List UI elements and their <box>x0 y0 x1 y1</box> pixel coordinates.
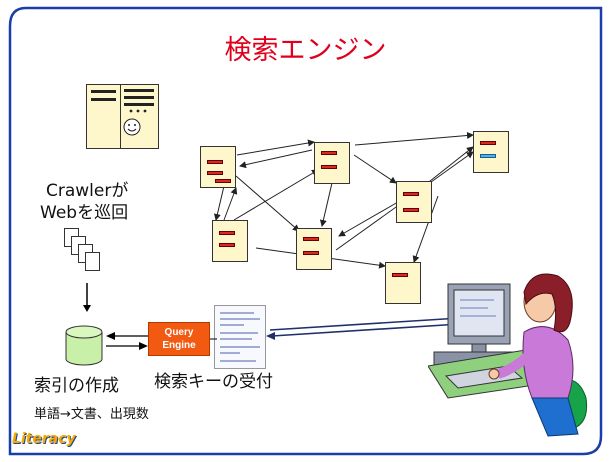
crawler-label-line2: Webを巡回 <box>40 203 129 223</box>
index-sublabel: 単語→文書、出現数 <box>34 407 149 422</box>
slide-frame <box>8 6 603 456</box>
user-at-computer-illustration <box>428 273 588 437</box>
literacy-logo: Literacy <box>12 431 76 447</box>
crawler-robot-icon <box>86 84 159 149</box>
search-key-label: 検索キーの受付 <box>154 372 273 392</box>
web-page-node <box>473 131 509 173</box>
crawler-label-line1: Crawlerが <box>46 181 129 201</box>
document-stack-icon <box>64 228 100 271</box>
db-query-arrows <box>106 332 148 350</box>
web-page-node <box>385 262 421 304</box>
web-page-node <box>212 220 248 262</box>
web-page-node <box>200 146 236 188</box>
web-page-node <box>314 142 350 184</box>
index-label: 索引の作成 <box>34 376 119 396</box>
web-page-node <box>296 228 332 270</box>
query-engine-line1: Query <box>164 327 194 338</box>
query-engine-line2: Engine <box>162 340 196 351</box>
query-engine-box: Query Engine <box>148 322 210 356</box>
web-page-node <box>396 181 432 223</box>
down-arrow-icon <box>83 283 91 312</box>
search-results-thumbnail <box>214 305 266 369</box>
thumbnail-to-engine-arrow <box>210 338 217 340</box>
slide-title: 検索エンジン <box>224 35 387 66</box>
database-icon <box>65 325 103 366</box>
